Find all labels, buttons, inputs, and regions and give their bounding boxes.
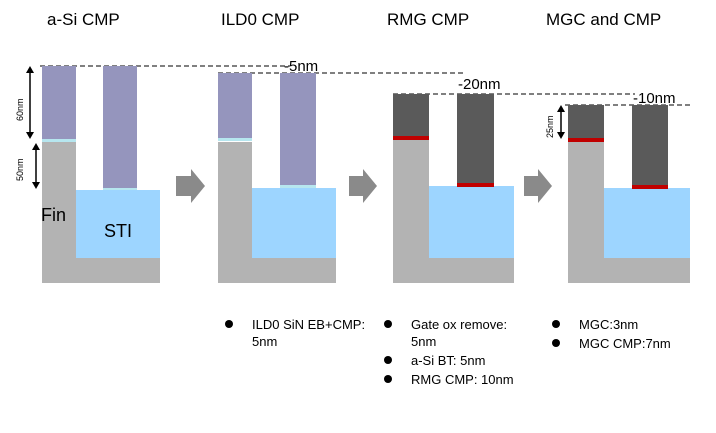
metal-gate-stage-4-right bbox=[632, 105, 668, 186]
note-item: a-Si BT: 5nm bbox=[381, 352, 531, 369]
sti-stage-1 bbox=[76, 190, 160, 258]
sti-label: STI bbox=[104, 221, 132, 241]
bullet-icon bbox=[225, 320, 233, 328]
notes-ild0-cmp: ILD0 SiN EB+CMP: 5nm bbox=[222, 316, 392, 352]
note-text: RMG CMP: 10nm bbox=[411, 372, 514, 387]
bullet-icon bbox=[384, 375, 392, 383]
gate-oxide-stage-3-left bbox=[393, 136, 429, 140]
gate-oxide-stage-1-right bbox=[103, 188, 137, 190]
dimension-arrow-60nm bbox=[26, 66, 34, 139]
note-text: a-Si BT: 5nm bbox=[411, 353, 486, 368]
substrate-stage-4 bbox=[568, 142, 690, 283]
note-text: MGC:3nm bbox=[579, 317, 639, 332]
recess-label-20nm: -20nm bbox=[458, 76, 501, 93]
bullet-icon bbox=[384, 320, 392, 328]
note-text: Gate ox remove: 5nm bbox=[411, 317, 508, 349]
stage-title-rmg-cmp: RMG CMP bbox=[387, 10, 470, 29]
sti-stage-4 bbox=[604, 188, 690, 258]
bullet-icon bbox=[552, 339, 560, 347]
recess-label-5nm: -5nm bbox=[284, 58, 318, 75]
note-item: MGC:3nm bbox=[549, 316, 714, 333]
stage-title-asi-cmp: a-Si CMP bbox=[47, 10, 120, 29]
metal-gate-stage-4-left bbox=[568, 105, 604, 139]
dimension-label-50nm: 50nm bbox=[15, 158, 25, 181]
gate-oxide-stage-1-left bbox=[42, 139, 76, 142]
stage-title-mgc-cmp: MGC and CMP bbox=[546, 10, 662, 29]
fin-label: Fin bbox=[41, 205, 66, 225]
gate-oxide-stage-2-left bbox=[218, 138, 252, 141]
notes-rmg-cmp: Gate ox remove: 5nm a-Si BT: 5nm RMG CMP… bbox=[381, 316, 531, 390]
dimension-arrow-25nm bbox=[557, 105, 565, 139]
dimension-arrow-50nm bbox=[32, 143, 40, 189]
process-arrow-3 bbox=[524, 169, 552, 203]
recess-label-10nm: -10nm bbox=[633, 90, 676, 107]
dimension-label-25nm: 25nm bbox=[545, 115, 555, 138]
substrate-stage-1 bbox=[42, 142, 160, 283]
note-text: ILD0 SiN EB+CMP: 5nm bbox=[252, 317, 366, 349]
gate-oxide-stage-4-left bbox=[568, 138, 604, 142]
note-text: MGC CMP:7nm bbox=[579, 336, 671, 351]
note-item: Gate ox remove: 5nm bbox=[381, 316, 531, 350]
sti-stage-3 bbox=[429, 186, 514, 258]
asi-gate-stage-1-right bbox=[103, 66, 137, 188]
bullet-icon bbox=[384, 356, 392, 364]
note-item: ILD0 SiN EB+CMP: 5nm bbox=[222, 316, 392, 350]
metal-gate-stage-3-left bbox=[393, 94, 429, 137]
bullet-icon bbox=[552, 320, 560, 328]
gate-oxide-stage-4-right bbox=[632, 185, 668, 189]
sti-stage-2 bbox=[252, 188, 336, 258]
substrate-stage-3 bbox=[393, 140, 514, 283]
asi-gate-stage-2-left bbox=[218, 73, 252, 139]
notes-mgc-cmp: MGC:3nm MGC CMP:7nm bbox=[549, 316, 714, 354]
asi-gate-stage-2-right bbox=[280, 73, 316, 186]
substrate-stage-2 bbox=[218, 142, 336, 283]
note-item: MGC CMP:7nm bbox=[549, 335, 714, 352]
process-arrow-2 bbox=[349, 169, 377, 203]
metal-gate-stage-3-right bbox=[457, 94, 494, 183]
gate-oxide-stage-2-right bbox=[280, 185, 316, 188]
asi-gate-stage-1-left bbox=[42, 66, 76, 140]
note-item: RMG CMP: 10nm bbox=[381, 371, 531, 388]
gate-oxide-stage-3-right bbox=[457, 183, 494, 187]
dimension-label-60nm: 60nm bbox=[15, 98, 25, 121]
process-arrow-1 bbox=[176, 169, 205, 203]
stage-title-ild0-cmp: ILD0 CMP bbox=[221, 10, 300, 29]
